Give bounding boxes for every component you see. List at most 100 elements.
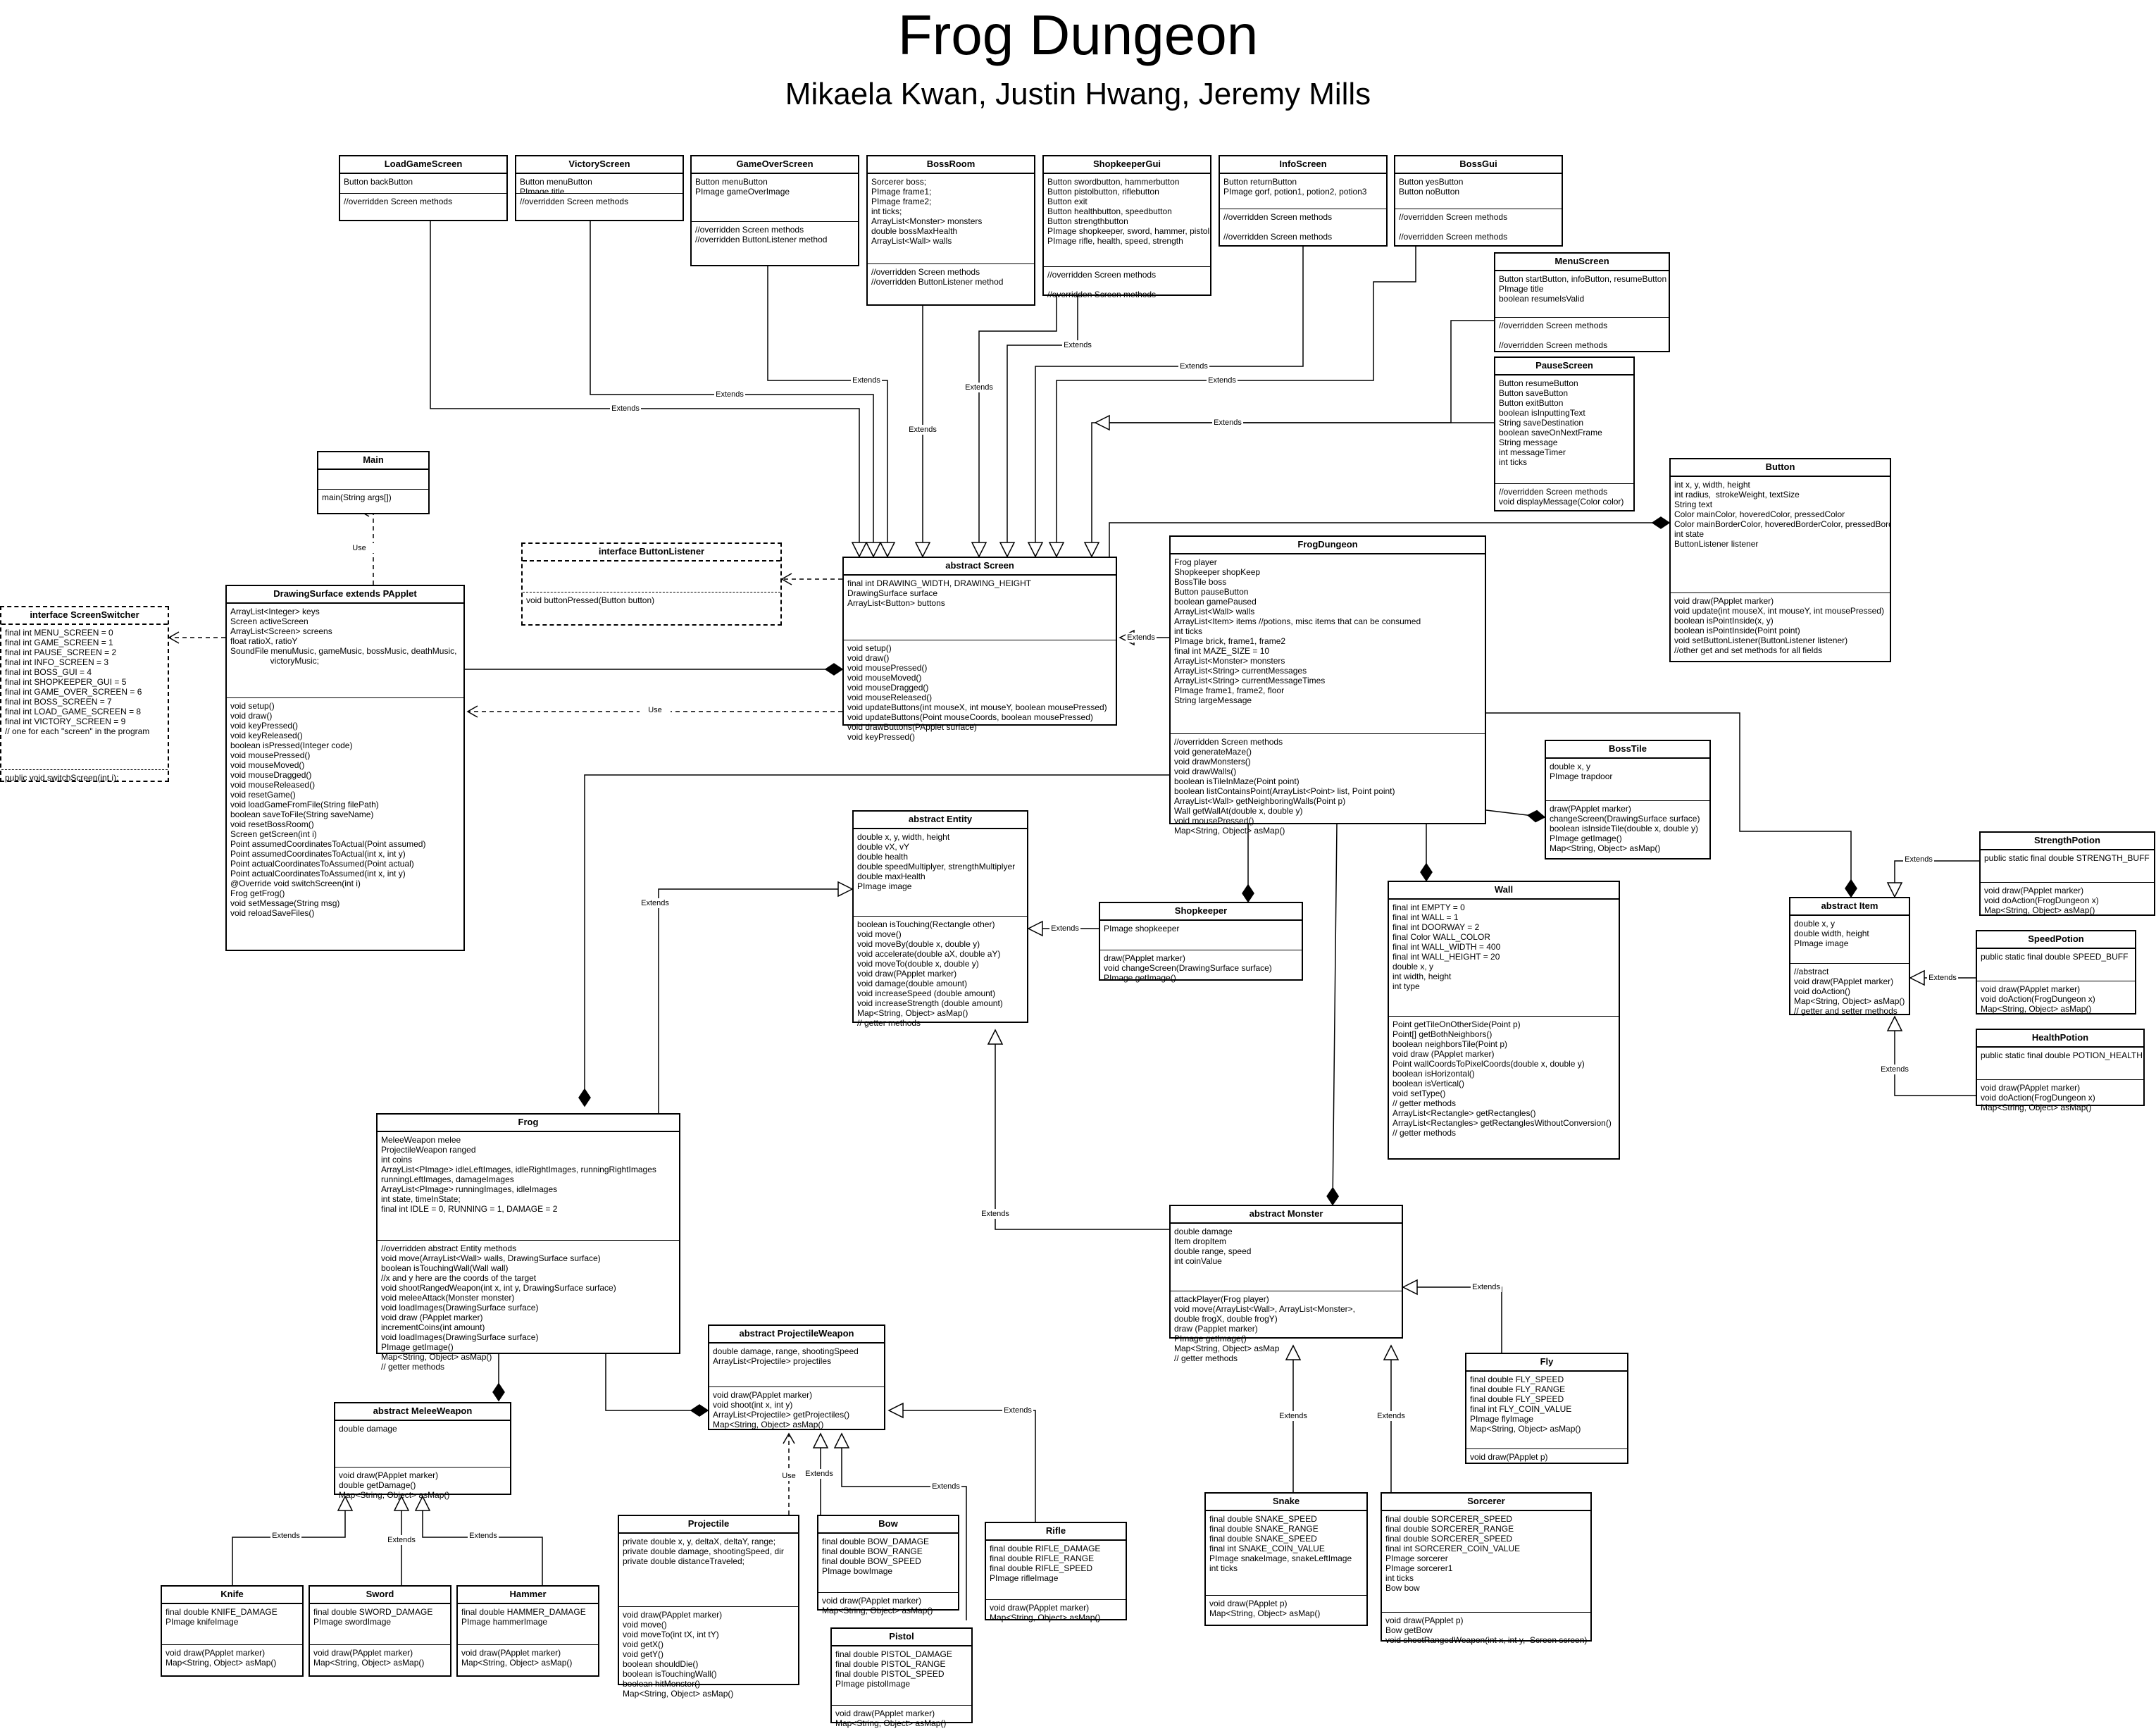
edge-label: Use xyxy=(782,1472,796,1480)
inheritance-arrowhead xyxy=(1886,1015,1903,1031)
inheritance-arrowhead xyxy=(1402,1279,1418,1296)
class-methods: //overridden Screen methods //overridden… xyxy=(1223,212,1333,242)
class-name: Main xyxy=(318,452,428,470)
edge-label: Extends xyxy=(1064,341,1092,349)
class-methods: void draw(PApplet marker) Map<String, Ob… xyxy=(990,1603,1101,1623)
diagram-title: Frog Dungeon xyxy=(897,4,1259,66)
class-name: InfoScreen xyxy=(1220,156,1386,174)
class-fields: final double SNAKE_SPEED final double SN… xyxy=(1206,1511,1366,1596)
edge-label-background xyxy=(804,1469,835,1479)
class-methods: void draw(PApplet marker) Map<String, Ob… xyxy=(822,1596,933,1615)
class-name: LoadGameScreen xyxy=(340,156,506,174)
class-name: DrawingSurface extends PApplet xyxy=(227,586,463,604)
edge-label: Extends xyxy=(981,1210,1009,1218)
class-fields: Button backButton xyxy=(340,174,506,194)
edge-label-background xyxy=(1002,1406,1033,1415)
edge-label-background xyxy=(640,898,671,908)
inheritance-arrowhead xyxy=(999,542,1016,558)
class-name: SpeedPotion xyxy=(1977,931,2135,949)
inheritance-line xyxy=(1091,320,1494,557)
class-fields: double damage Item dropItem double range… xyxy=(1171,1224,1402,1291)
class-methods: void buttonPressed(Button button) xyxy=(526,595,655,605)
class-methods: //overridden Screen methods //overridden… xyxy=(1399,212,1508,242)
class-fields: MeleeWeapon melee ProjectileWeapon range… xyxy=(378,1132,679,1241)
inheritance-arrowhead xyxy=(1027,542,1044,558)
class-methods: boolean isTouching(Rectangle other) void… xyxy=(857,919,1003,1028)
class-methods: //overridden Screen methods xyxy=(344,197,453,206)
edge-label-background xyxy=(714,390,745,399)
edge-label: Use xyxy=(648,706,662,714)
class-fields: double x, y, width, height double vX, vY… xyxy=(854,829,1027,917)
inheritance-arrowhead xyxy=(393,1495,410,1511)
inheritance-arrowhead xyxy=(1285,1344,1302,1360)
inheritance-arrowhead xyxy=(879,542,896,558)
class-name: Button xyxy=(1671,459,1890,477)
class-name: interface ScreenSwitcher xyxy=(1,607,168,625)
class-fields: final int DRAWING_WIDTH, DRAWING_HEIGHT … xyxy=(844,576,1116,640)
inheritance-arrowhead xyxy=(1383,1344,1400,1360)
edge-label-background xyxy=(930,1482,961,1491)
class-name: Pistol xyxy=(832,1629,971,1646)
class-methods: void draw(PApplet p) xyxy=(1470,1452,1548,1462)
composition-diamond xyxy=(1526,809,1546,823)
edge-label-background xyxy=(1376,1411,1407,1421)
class-name: HealthPotion xyxy=(1977,1030,2143,1048)
edge-label: Extends xyxy=(469,1532,497,1540)
inheritance-line xyxy=(1035,247,1304,557)
class-name: abstract Item xyxy=(1790,898,1909,916)
edge-label: Extends xyxy=(1928,974,1957,982)
edge-label-background xyxy=(907,425,938,435)
dependency-arrowhead xyxy=(466,705,478,718)
edge-label: Extends xyxy=(611,404,640,413)
edge-label-background xyxy=(386,1535,417,1545)
edge-label-background xyxy=(1126,633,1157,643)
class-methods: void setup() void draw() void mousePress… xyxy=(847,643,1107,742)
class-fields: final int MENU_SCREEN = 0 final int GAME… xyxy=(1,625,168,770)
class-name: BossGui xyxy=(1395,156,1562,174)
edge-label-background xyxy=(610,404,641,414)
class-methods: void draw(PApplet marker) Map<String, Ob… xyxy=(835,1708,947,1728)
class-fields: Frog player Shopkeeper shopKeep BossTile… xyxy=(1171,554,1485,734)
class-name: Sorcerer xyxy=(1382,1494,1590,1511)
class-name: abstract MeleeWeapon xyxy=(335,1403,510,1421)
class-name: BossRoom xyxy=(868,156,1034,174)
inheritance-line xyxy=(658,888,852,1113)
edge-label: Extends xyxy=(1004,1406,1032,1415)
class-fields: ArrayList<Integer> keys Screen activeScr… xyxy=(227,604,463,698)
edge-label: Extends xyxy=(1279,1412,1307,1420)
class-methods: //overridden abstract Entity methods voi… xyxy=(381,1243,616,1372)
class-name: ShopkeeperGui xyxy=(1044,156,1210,174)
edge-label: Extends xyxy=(272,1532,300,1540)
class-name: Sword xyxy=(310,1587,450,1604)
class-fields: final double HAMMER_DAMAGE PImage hammer… xyxy=(458,1604,598,1645)
edge-label: Extends xyxy=(641,899,669,907)
composition-diamond xyxy=(690,1404,709,1417)
class-fields: Sorcerer boss; PImage frame1; PImage fra… xyxy=(868,174,1034,264)
edge-label-background xyxy=(1178,361,1209,371)
class-methods: void draw(PApplet marker) void doAction(… xyxy=(1984,886,2099,915)
class-fields: Button menuButton PImage title xyxy=(516,174,683,194)
edge-label-background xyxy=(851,376,882,385)
class-name: BossTile xyxy=(1546,741,1709,759)
class-name: VictoryScreen xyxy=(516,156,683,174)
edge-label-background xyxy=(964,383,995,392)
class-name: FrogDungeon xyxy=(1171,537,1485,554)
inheritance-arrowhead xyxy=(812,1432,829,1448)
class-name: MenuScreen xyxy=(1495,254,1669,271)
inheritance-arrowhead xyxy=(1083,542,1100,558)
class-fields: Button returnButton PImage gorf, potion1… xyxy=(1220,174,1386,209)
edge-label-background xyxy=(270,1531,301,1541)
edge-label: Extends xyxy=(716,390,744,399)
diagram-authors: Mikaela Kwan, Justin Hwang, Jeremy Mills xyxy=(785,77,1371,111)
